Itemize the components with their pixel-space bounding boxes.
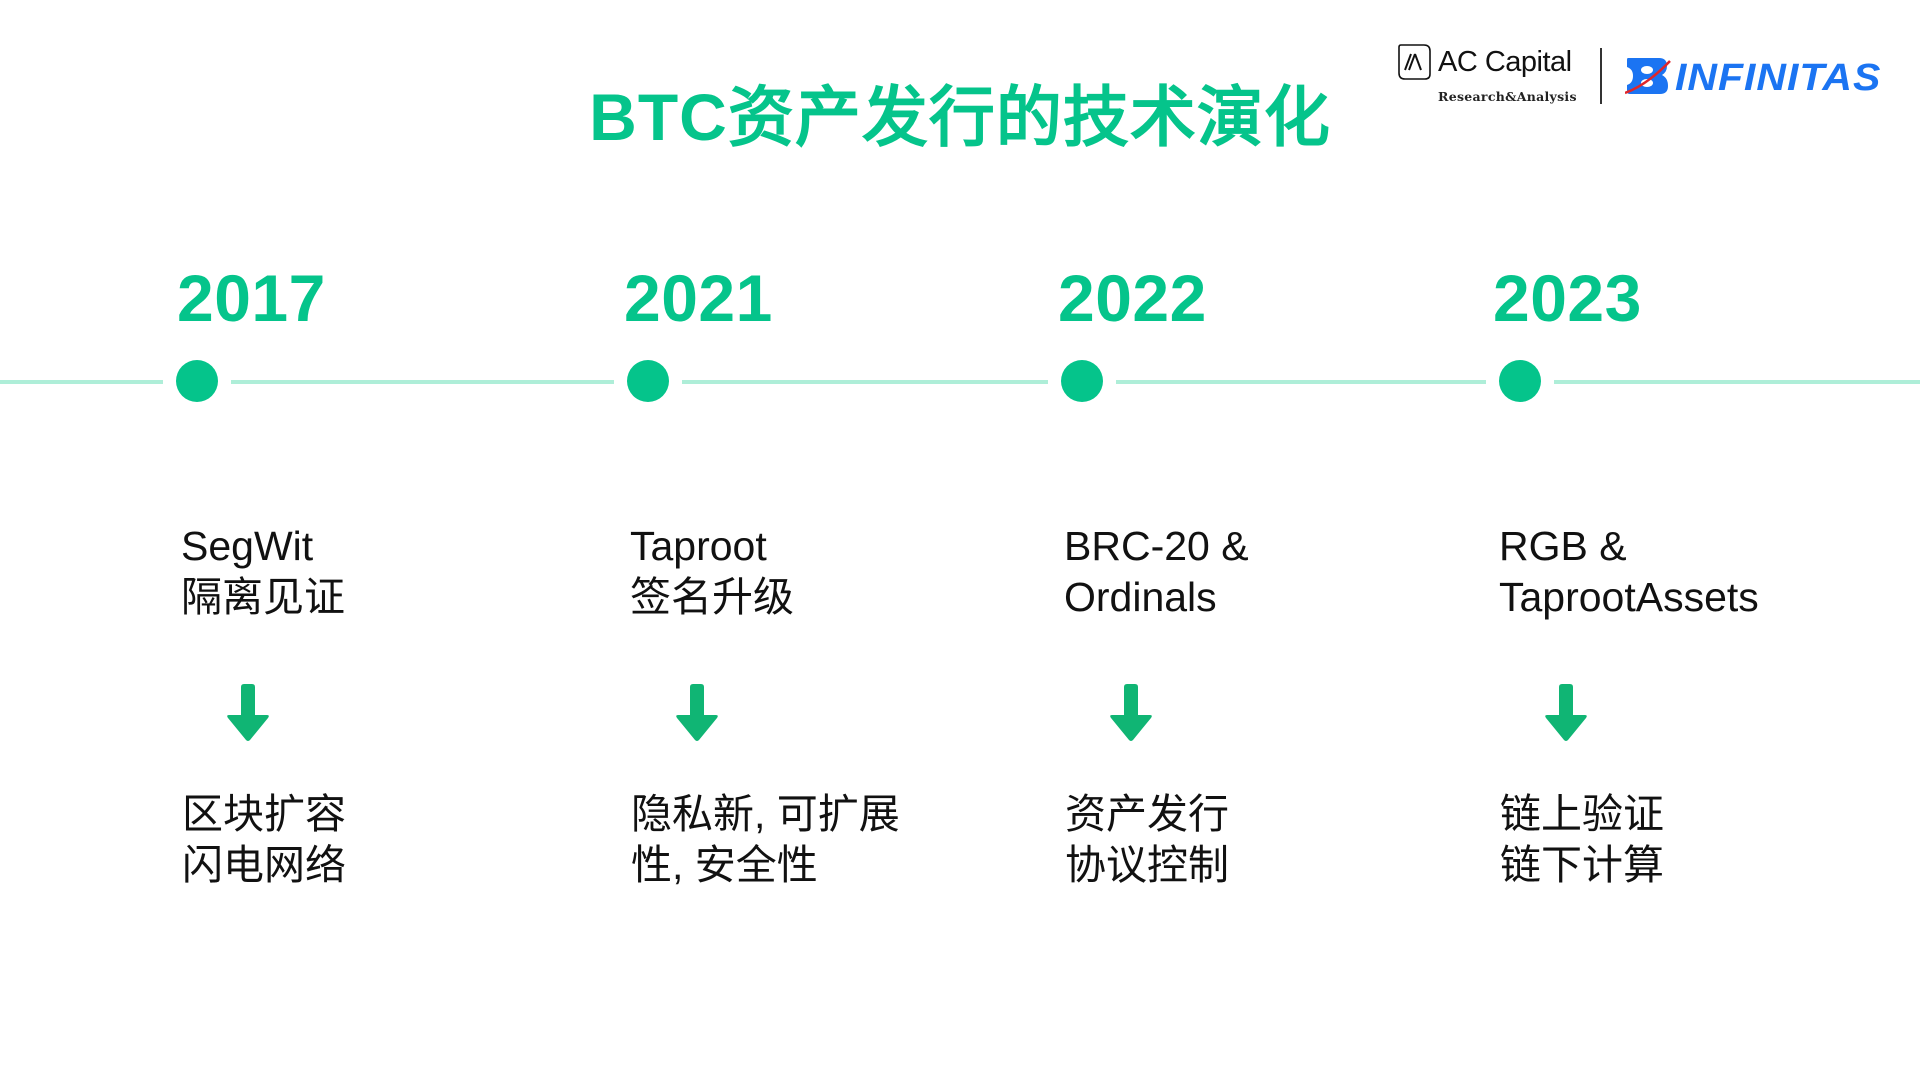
technology-line: BRC-20 & [1064, 523, 1249, 569]
milestone-technology: Taproot 签名升级 [630, 521, 794, 623]
infinitas-logo: INFINITAS [1625, 55, 1895, 99]
timeline-line-segment [1554, 380, 1920, 384]
ac-capital-subtitle: Research&Analysis [1438, 89, 1577, 104]
outcome-line: 协议控制 [1065, 842, 1229, 888]
timeline-dot [176, 360, 218, 402]
timeline-line-segment [0, 380, 163, 384]
slide-title: BTC资产发行的技术演化 [589, 80, 1331, 154]
arrow-down-icon [1545, 684, 1587, 741]
arrow-down-icon [1110, 684, 1152, 741]
milestone-year: 2021 [624, 261, 773, 335]
technology-line: RGB & [1499, 523, 1627, 569]
logo-divider [1600, 48, 1602, 104]
outcome-line: 隐私新, 可扩展 [631, 791, 900, 837]
infinitas-b-mark-icon [1625, 58, 1671, 95]
milestone-year: 2023 [1493, 261, 1642, 335]
milestone-technology: SegWit 隔离见证 [181, 521, 345, 623]
technology-line: SegWit [181, 523, 314, 569]
arrow-down-icon [227, 684, 269, 741]
milestone-year: 2017 [177, 261, 326, 335]
technology-line: 隔离见证 [181, 574, 345, 620]
milestone-outcome: 隐私新, 可扩展 性, 安全性 [631, 789, 900, 891]
outcome-line: 闪电网络 [182, 842, 346, 888]
infinitas-wordmark: INFINITAS [1675, 55, 1882, 99]
milestone-outcome: 区块扩容 闪电网络 [182, 789, 346, 891]
outcome-line: 链上验证 [1500, 791, 1664, 837]
arrow-down-icon [676, 684, 718, 741]
milestone-outcome: 资产发行 协议控制 [1065, 789, 1229, 891]
milestone-technology: BRC-20 & Ordinals [1064, 521, 1249, 623]
technology-line: Ordinals [1064, 574, 1217, 620]
timeline-dot [1061, 360, 1103, 402]
milestone-year: 2022 [1058, 261, 1207, 335]
timeline-line-segment [231, 380, 614, 384]
timeline-line-segment [1116, 380, 1486, 384]
outcome-line: 性, 安全性 [631, 842, 818, 888]
milestone-outcome: 链上验证 链下计算 [1500, 789, 1664, 891]
technology-line: TaprootAssets [1499, 574, 1759, 620]
ac-capital-logo: AC Capital Research&Analysis [1398, 44, 1588, 108]
outcome-line: 区块扩容 [182, 791, 346, 837]
ac-capital-mark-icon [1398, 44, 1431, 80]
technology-line: 签名升级 [630, 574, 794, 620]
ac-capital-name: AC Capital [1438, 46, 1572, 78]
technology-line: Taproot [630, 523, 767, 569]
timeline-dot [1499, 360, 1541, 402]
outcome-line: 链下计算 [1500, 842, 1664, 888]
timeline-line-segment [682, 380, 1048, 384]
timeline-dot [627, 360, 669, 402]
milestone-technology: RGB & TaprootAssets [1499, 521, 1759, 623]
outcome-line: 资产发行 [1065, 791, 1229, 837]
